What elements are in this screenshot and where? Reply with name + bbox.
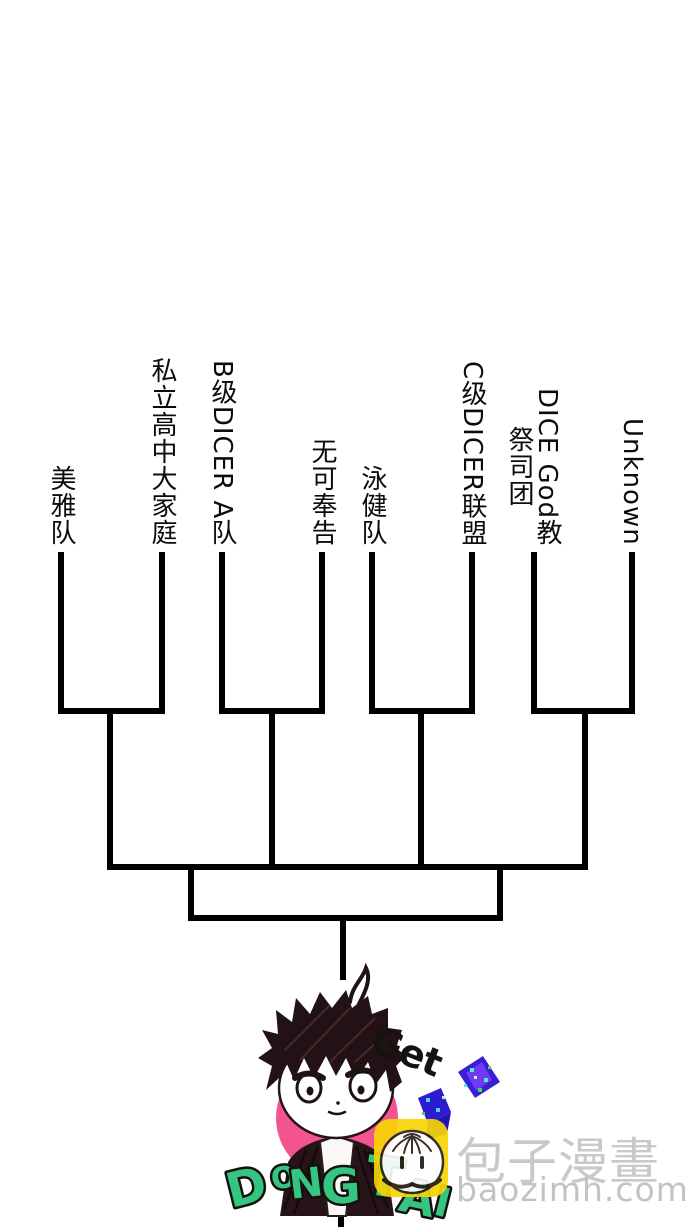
baozimh-logo-icon	[374, 1119, 448, 1197]
die-upper	[458, 1056, 500, 1098]
team-label-unknown: Unknown	[617, 418, 648, 546]
letter-n: N	[287, 1159, 326, 1209]
team-label-meiya: 美雅队	[46, 465, 77, 546]
team-label-c-dicer: C级DICER联盟	[457, 360, 488, 547]
character-hair	[258, 990, 406, 1092]
team-label-private-hs: 私立高中大家庭	[147, 357, 178, 546]
letter-g: G	[320, 1158, 362, 1216]
team-label-no-comment: 无可奉告	[307, 438, 338, 546]
character-eyes	[292, 1067, 381, 1104]
team-label-yongjian: 泳健队	[357, 465, 388, 546]
character-head	[258, 962, 406, 1140]
team-label-dice-god: DICE God教 祭司团	[504, 387, 563, 546]
watermark-site-url: baozimh.com	[456, 1170, 689, 1209]
letter-d: D	[220, 1156, 272, 1220]
team-label-b-dicer-a: B级DICER A队	[207, 359, 238, 546]
ahoge-icon	[348, 962, 371, 1008]
watermark-site-name: 包子漫畫	[456, 1133, 660, 1191]
